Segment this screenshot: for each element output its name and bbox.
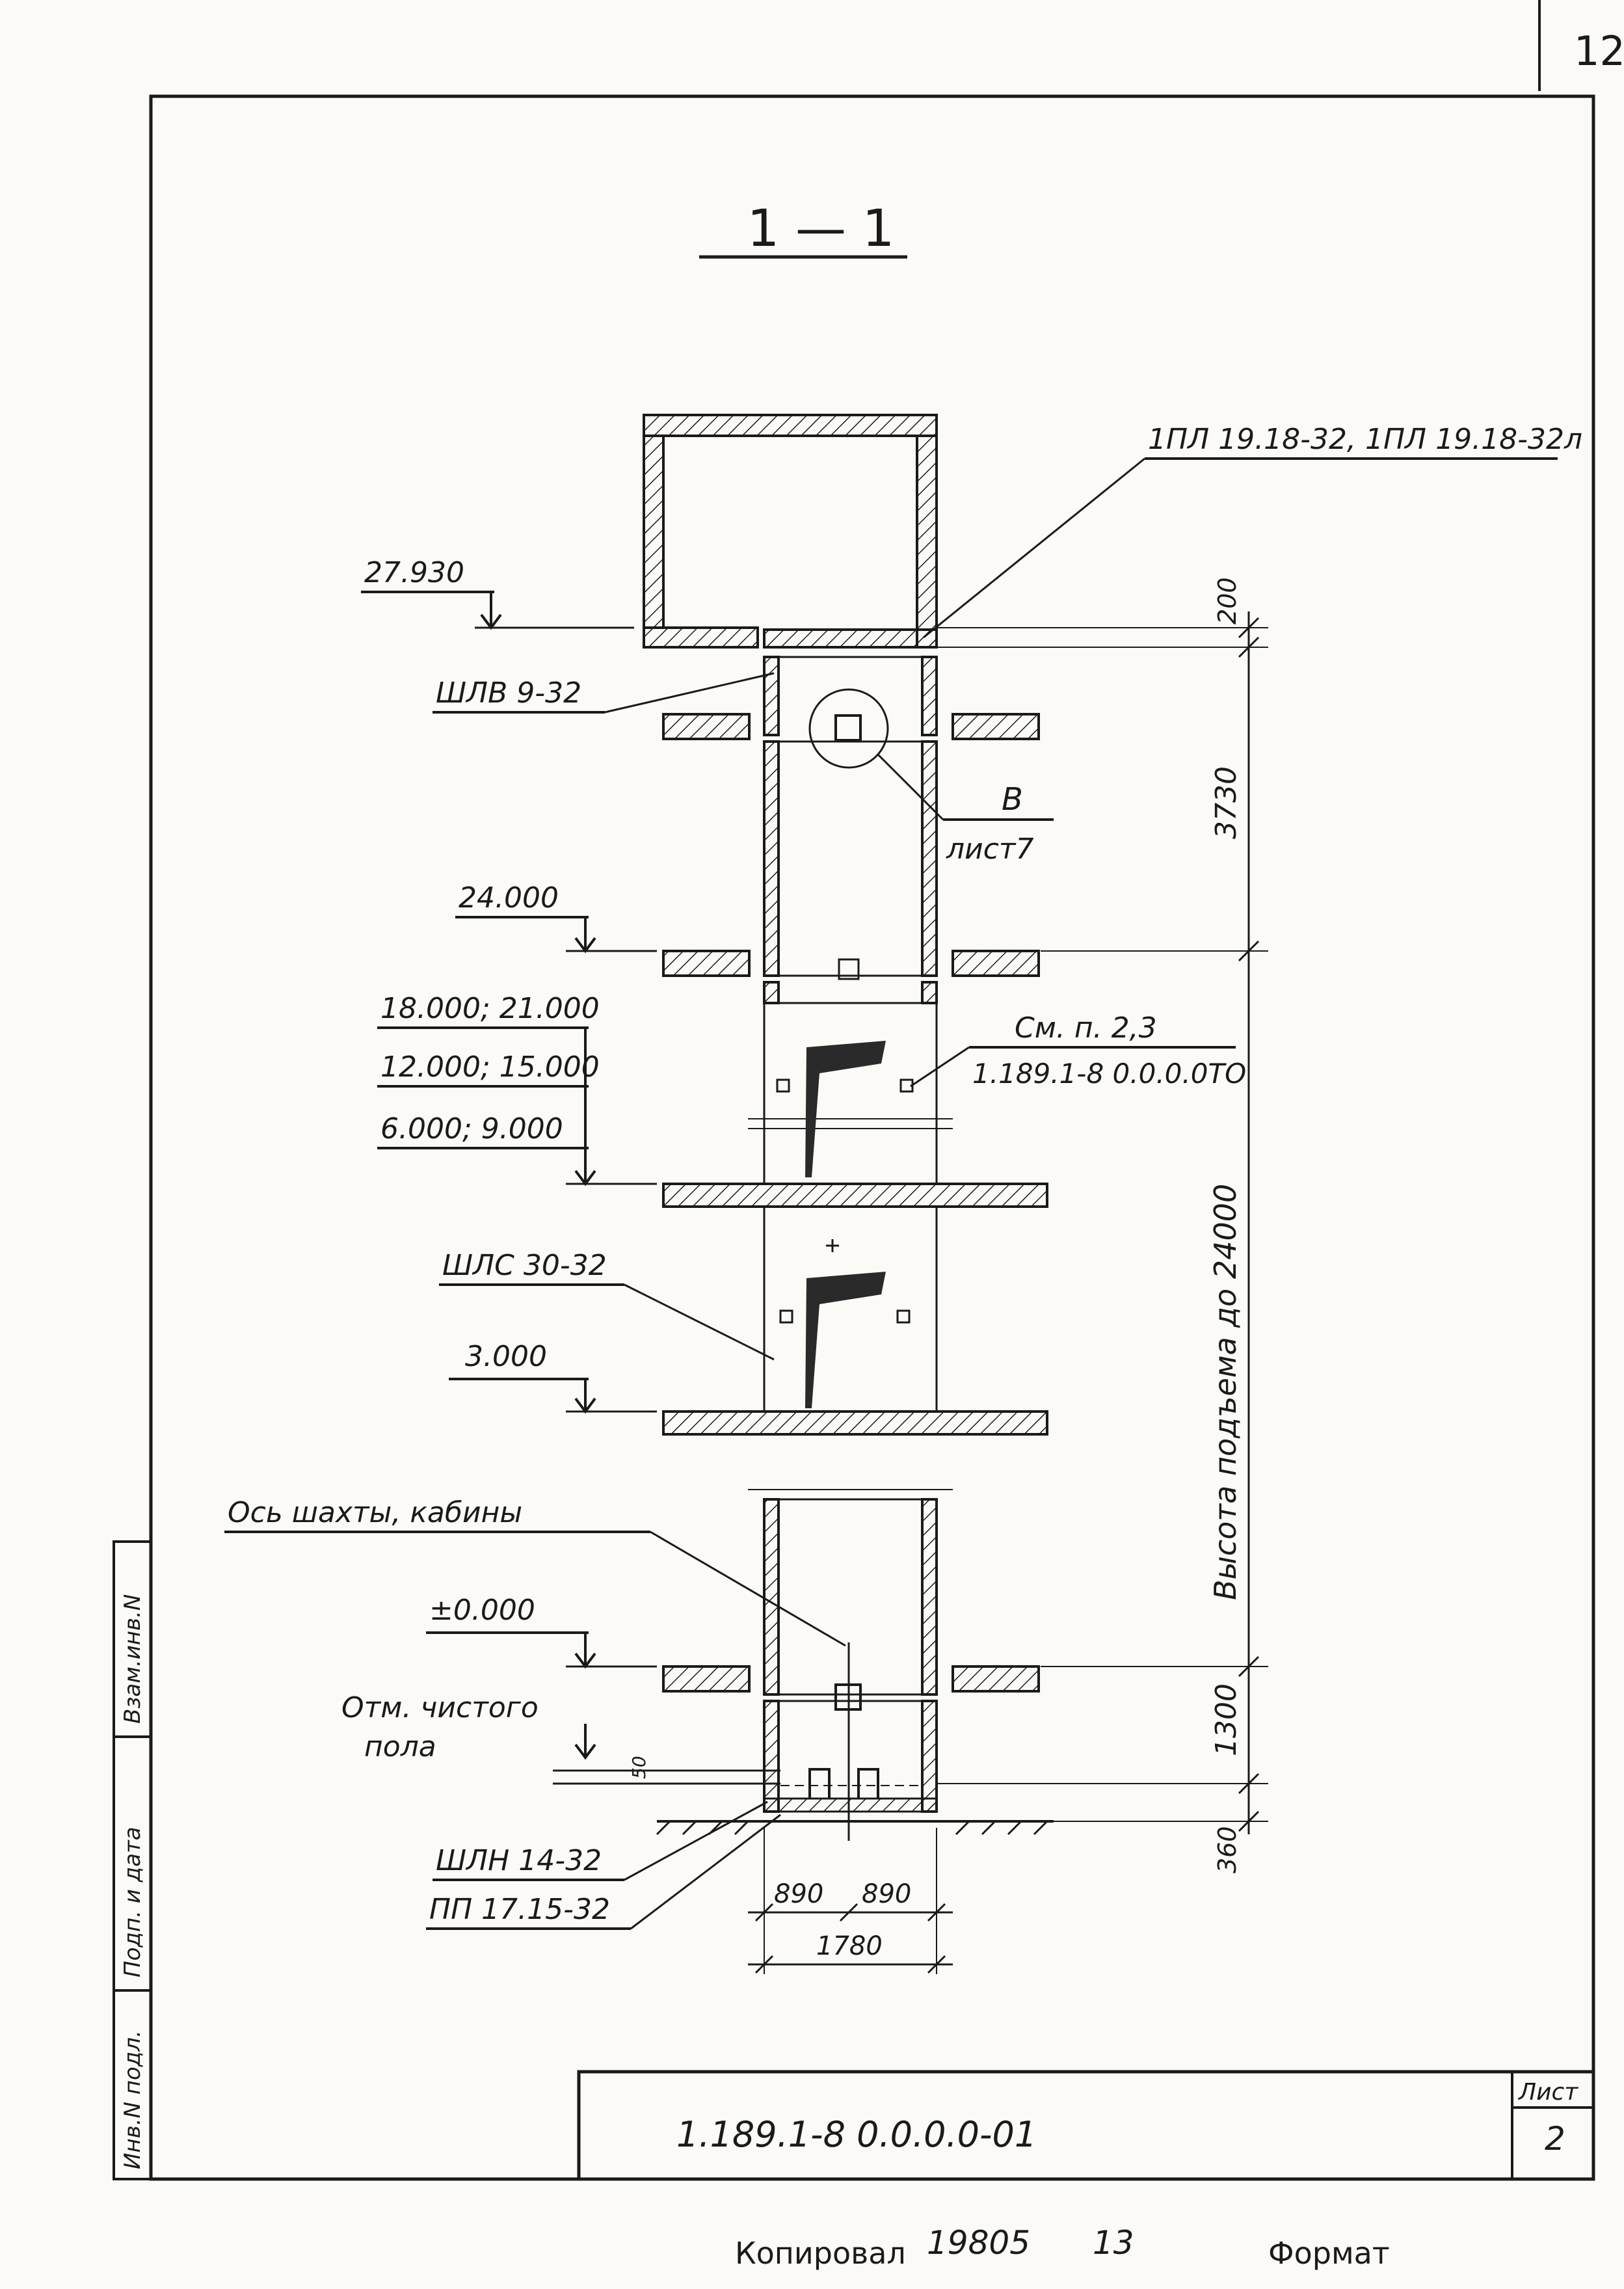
callout-see-clause: См. п. 2,3 (1015, 1011, 1157, 1045)
footer: Копировал 19805 13 Формат (735, 2224, 1390, 2271)
pit-wall-left (763, 1700, 780, 1813)
side-stamp: Инв.N подл. Подп. и дата Взам.инв.N (113, 1540, 152, 2180)
node-b-label: В (1002, 781, 1023, 818)
sheet-frame (149, 94, 1595, 2181)
vertical-dimensions: 200 3730 Высота подъема до 24000 1300 36… (937, 577, 1268, 1873)
sheet-label: Лист (1517, 2079, 1578, 2106)
shaft-details (776, 688, 914, 1841)
machine-room (643, 414, 938, 649)
doc-code: 1.189.1-8 0.0.0.0-01 (676, 2114, 1037, 2155)
level-0000: ±0.000 (429, 1594, 535, 1627)
pit-wall-right (921, 1700, 938, 1813)
node-b-circle (808, 688, 889, 769)
footer-number: 19805 (927, 2224, 1030, 2262)
dim-890-left: 890 (774, 1879, 823, 1909)
floor-mark-line2: пола (364, 1730, 436, 1763)
sheet-number: 2 (1545, 2120, 1565, 2158)
buffer-left (808, 1768, 831, 1799)
stamp-inv-podl: Инв.N подл. (120, 2030, 146, 2169)
footer-format: Формат (1268, 2236, 1390, 2271)
level-27930: 27.930 (364, 556, 464, 589)
dim-1300: 1300 (1210, 1683, 1243, 1756)
top-plate (763, 628, 938, 649)
dim-200: 200 (1213, 577, 1242, 624)
stamp-podp-data: Подп. и дата (120, 1827, 146, 1977)
dim-lift-height: Высота подъема до 24000 (1208, 1184, 1243, 1600)
level-marks: 27.930 24.000 18.000; 21.000 12.000; 15.… (341, 556, 780, 1785)
dim-50: 50 (628, 1756, 650, 1779)
callout-top-plate: 1ПЛ 19.18-32, 1ПЛ 19.18-32л (1148, 423, 1582, 456)
callout-axis: Ось шахты, кабины (228, 1496, 522, 1529)
callout-see-doc: 1.189.1-8 0.0.0.0ТО (972, 1058, 1246, 1090)
horizontal-dimensions: 890 890 1780 (748, 1828, 953, 1974)
dim-890-right: 890 (862, 1879, 911, 1909)
level-18-21: 18.000; 21.000 (380, 992, 600, 1025)
level-12-15: 12.000; 15.000 (380, 1051, 600, 1084)
landing-door-upper (805, 1041, 886, 1177)
dim-3730: 3730 (1210, 766, 1243, 839)
floor-mark-line1: Отм. чистого (341, 1691, 539, 1724)
landing-door-lower (805, 1272, 886, 1408)
dim-360: 360 (1213, 1826, 1242, 1873)
callout-shls: ШЛС 30-32 (442, 1249, 607, 1282)
callout-shln: ШЛН 14-32 (436, 1844, 602, 1877)
shaft-walls (748, 656, 953, 1813)
stamp-vzam-inv: Взам.инв.N (120, 1594, 146, 1724)
title-block: 1.189.1-8 0.0.0.0-01 Лист 2 (577, 2070, 1595, 2181)
level-24000: 24.000 (459, 881, 559, 915)
level-6-9: 6.000; 9.000 (380, 1112, 563, 1145)
level-3000: 3.000 (465, 1340, 547, 1373)
callouts: 1ПЛ 19.18-32, 1ПЛ 19.18-32л ШЛВ 9-32 В л… (224, 423, 1582, 1930)
footer-copied: Копировал (735, 2236, 906, 2271)
floor-slabs (656, 713, 1054, 1836)
page-number: 12 (1574, 27, 1624, 75)
pit-slab (763, 1797, 938, 1813)
callout-shlv: ШЛВ 9-32 (436, 676, 581, 710)
node-b-sheet: лист7 (946, 833, 1034, 866)
footer-number2: 13 (1093, 2224, 1134, 2262)
callout-pp: ПП 17.15-32 (429, 1893, 610, 1926)
section-title: 1 — 1 (747, 200, 895, 258)
dim-1780: 1780 (816, 1931, 883, 1961)
buffer-right (857, 1768, 879, 1799)
